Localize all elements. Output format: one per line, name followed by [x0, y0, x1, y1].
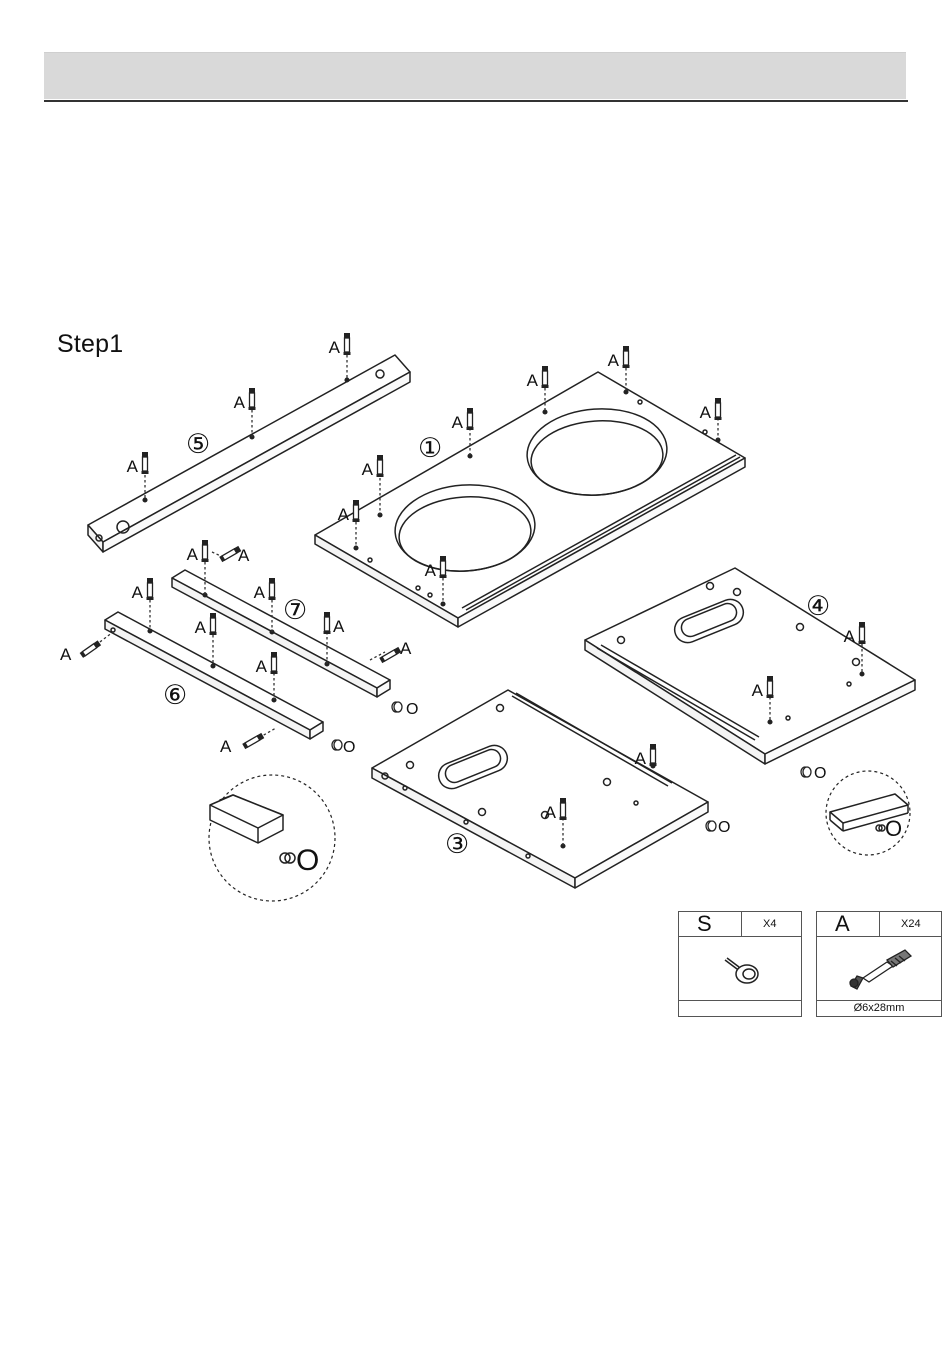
- cam-lock-icon: O: [801, 765, 826, 782]
- fitting-label-a: A: [60, 645, 72, 664]
- fitting-label-o: O: [406, 701, 418, 718]
- cam-bolt-icon: A: [195, 613, 217, 637]
- fitting-label-o: O: [885, 816, 902, 841]
- cam-bolt-icon: A: [234, 388, 256, 412]
- cam-bolt-icon: A: [324, 612, 346, 636]
- fitting-label-a: A: [234, 393, 246, 412]
- hardware-quantity: X24: [901, 917, 921, 931]
- hardware-card-footer: Ø6x28mm: [817, 1000, 941, 1016]
- cam-bolt-icon: A: [527, 366, 549, 390]
- cam-bolt-icon: A: [220, 733, 264, 756]
- part-3-panel: [372, 690, 708, 888]
- cam-bolt-icon: A: [338, 500, 360, 524]
- cam-bolt-icon: A: [362, 455, 384, 479]
- cam-bolt-icon: A: [187, 540, 209, 564]
- part-label-4: ④: [806, 592, 830, 620]
- fitting-label-a: A: [220, 737, 232, 756]
- fitting-label-a: A: [844, 627, 856, 646]
- cam-lock-icon: O: [706, 819, 730, 836]
- fitting-label-a: A: [195, 618, 207, 637]
- fitting-label-a: A: [127, 457, 139, 476]
- fitting-label-a: A: [527, 371, 539, 390]
- hardware-letter: A: [835, 912, 850, 936]
- cam-bolt-icon: A: [700, 398, 722, 422]
- fitting-label-a: A: [187, 545, 199, 564]
- fitting-label-a: A: [333, 617, 345, 636]
- fitting-label-a: A: [400, 639, 412, 658]
- cam-lock-icon: O: [296, 844, 319, 877]
- cam-lock-icon: O: [392, 701, 418, 718]
- hardware-card-footer: [679, 1000, 801, 1016]
- cam-bolt-icon: [817, 936, 941, 1002]
- part-label-3: ③: [445, 830, 469, 858]
- cam-bolt-icon: A: [127, 452, 149, 476]
- part-4-panel: [585, 568, 915, 764]
- fitting-label-a: A: [635, 749, 647, 768]
- fitting-label-a: A: [238, 546, 250, 565]
- fitting-label-a: A: [608, 351, 620, 370]
- cam-lock-icon: [679, 936, 801, 1002]
- fitting-label-a: A: [256, 657, 268, 676]
- part-label-7: ⑦: [283, 596, 307, 624]
- cam-lock-icon: O: [885, 816, 902, 841]
- fitting-label-a: A: [329, 338, 341, 357]
- fitting-label-o: O: [814, 765, 826, 782]
- hardware-letter: S: [697, 912, 712, 936]
- hardware-card-header: S X4: [679, 912, 801, 937]
- fitting-label-o: O: [296, 844, 319, 877]
- fitting-label-a: A: [452, 413, 464, 432]
- cam-bolt-icon: A: [844, 622, 866, 646]
- part-label-1: ①: [418, 434, 442, 462]
- hardware-card-header: A X24: [817, 912, 941, 937]
- fitting-label-a: A: [362, 460, 374, 479]
- cam-bolt-icon: A: [254, 578, 276, 602]
- cam-bolt-icon: A: [379, 639, 412, 663]
- cam-bolt-icon: A: [219, 546, 250, 565]
- cam-bolt-icon: A: [132, 578, 154, 602]
- fitting-label-a: A: [338, 505, 350, 524]
- hardware-spec: Ø6x28mm: [817, 1002, 941, 1015]
- fitting-label-a: A: [425, 561, 437, 580]
- cam-bolt-icon: A: [452, 408, 474, 432]
- cam-bolt-icon: A: [608, 346, 630, 370]
- fitting-label-o: O: [343, 739, 355, 756]
- cam-bolt-icon: A: [329, 333, 351, 357]
- fitting-label-o: O: [718, 819, 730, 836]
- cam-bolt-icon: A: [635, 744, 657, 768]
- fitting-label-a: A: [752, 681, 764, 700]
- hardware-quantity: X4: [763, 917, 776, 931]
- fitting-label-a: A: [700, 403, 712, 422]
- part-label-6: ⑥: [163, 681, 187, 709]
- fitting-label-a: A: [132, 583, 144, 602]
- cam-lock-icon: O: [332, 739, 355, 756]
- part-label-8: ⑤: [186, 430, 210, 458]
- hardware-card-s: S X4: [678, 911, 802, 1017]
- detail-left-content: [210, 795, 295, 863]
- hardware-card-a: A X24 Ø6x28mm: [816, 911, 942, 1017]
- cam-bolt-icon: A: [60, 640, 101, 664]
- cam-bolt-icon: A: [256, 652, 278, 676]
- fitting-label-a: A: [254, 583, 266, 602]
- fitting-label-a: A: [545, 803, 557, 822]
- detail-left: [209, 775, 335, 901]
